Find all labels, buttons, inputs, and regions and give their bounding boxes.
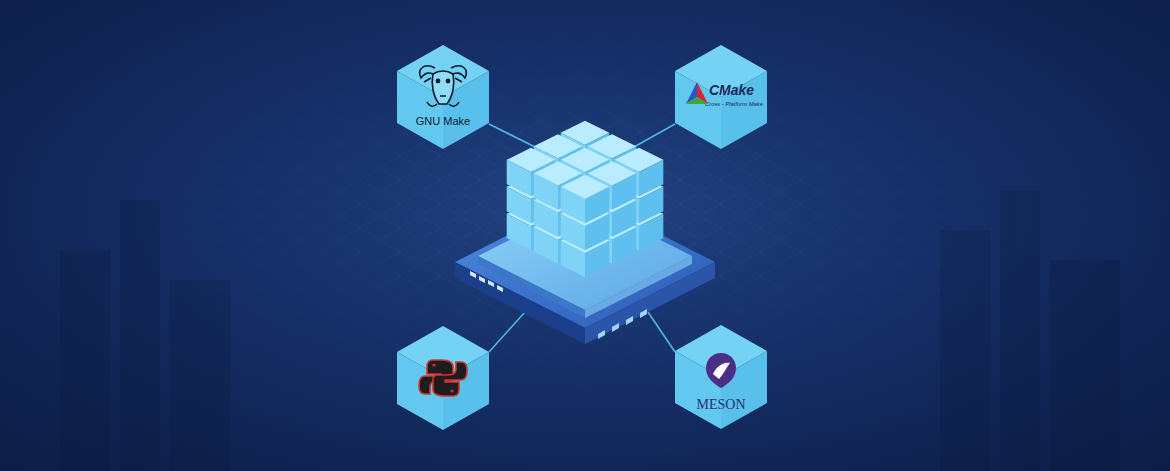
hexagon-shape <box>675 325 767 429</box>
cube-face <box>561 187 585 224</box>
tool-name: MESON <box>675 397 767 413</box>
cmake-logo <box>686 82 708 104</box>
cube-face <box>507 160 531 197</box>
python-logo <box>419 360 467 396</box>
hexagon-shape <box>397 45 489 149</box>
tool-hexagon: CMakeCross - Platform Make <box>675 45 767 149</box>
tool-name: GNU Make <box>397 115 489 127</box>
tool-name: CMake <box>709 82 754 98</box>
tool-hexagon: GNU Make <box>397 45 489 149</box>
cube-face <box>639 160 663 197</box>
tool-subtitle: Cross - Platform Make <box>705 101 763 107</box>
cube-face <box>534 173 558 210</box>
python-hexagon <box>397 326 489 430</box>
tool-hexagon: MESON <box>675 325 767 429</box>
meson-logo <box>706 353 736 388</box>
cube-face <box>612 173 636 210</box>
gnu-logo <box>420 66 466 106</box>
cube-face <box>585 187 609 224</box>
cube-stack <box>507 121 664 278</box>
